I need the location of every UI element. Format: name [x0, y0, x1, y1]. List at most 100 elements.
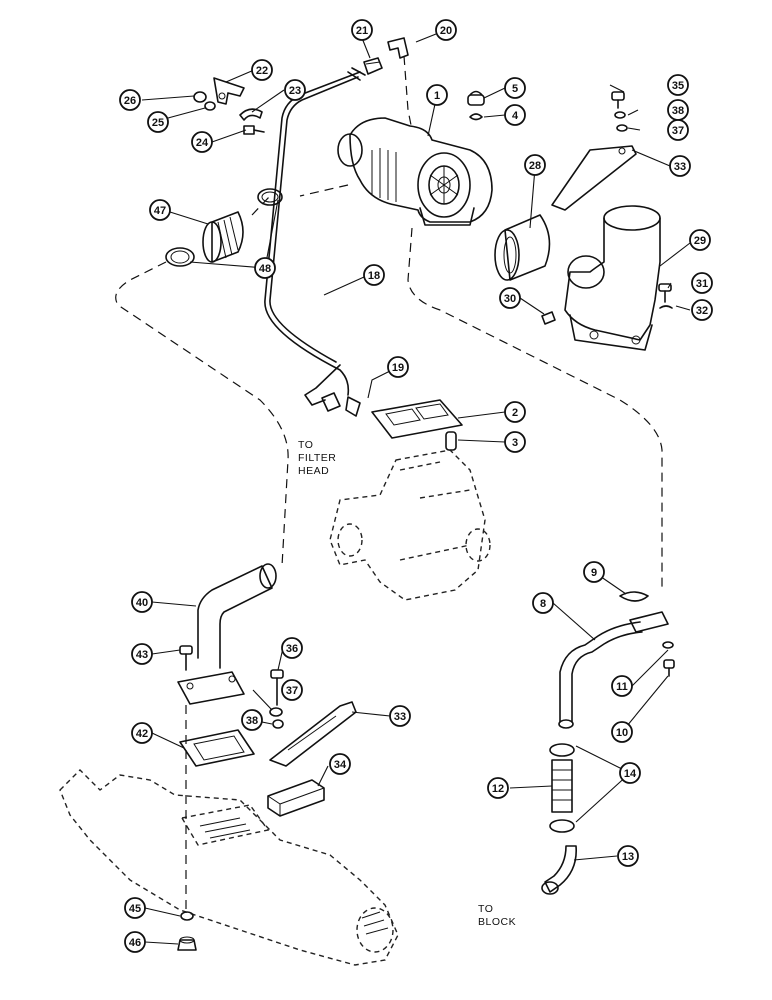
svg-text:30: 30 — [504, 293, 516, 305]
gasket-9 — [619, 591, 649, 602]
washer-25 — [204, 101, 216, 111]
elbow-fitting-20 — [387, 37, 409, 59]
callout-13: 13 — [617, 845, 639, 867]
svg-text:HEAD: HEAD — [298, 465, 329, 477]
note-to-filter-head: TO FILTER HEAD — [298, 439, 336, 477]
exhaust-manifold-ghost — [329, 449, 491, 601]
elbow-fitting-19 — [321, 392, 361, 417]
nut-26 — [193, 91, 207, 103]
callout-10: 10 — [611, 721, 633, 743]
callout-32: 32 — [691, 299, 713, 321]
bolt-5 — [467, 90, 485, 106]
callout-21: 21 — [351, 19, 373, 41]
clamp-23 — [239, 108, 263, 121]
callout-8: 8 — [532, 592, 554, 614]
svg-text:37: 37 — [286, 685, 298, 697]
svg-text:TO: TO — [478, 903, 493, 915]
svg-text:29: 29 — [694, 235, 706, 247]
fitting-21 — [363, 57, 383, 75]
callout-30: 30 — [499, 287, 521, 309]
svg-text:33: 33 — [394, 711, 406, 723]
svg-text:14: 14 — [624, 768, 637, 780]
svg-text:23: 23 — [289, 85, 301, 97]
hose-47 — [202, 211, 244, 263]
brace-33-lower — [269, 701, 357, 767]
svg-text:28: 28 — [529, 160, 541, 172]
svg-text:18: 18 — [368, 270, 380, 282]
drain-tube-8 — [558, 611, 669, 729]
routing-lines — [115, 55, 663, 915]
callout-18: 18 — [363, 264, 385, 286]
callout-14: 14 — [619, 762, 641, 784]
callout-25: 25 — [147, 111, 169, 133]
svg-text:20: 20 — [440, 25, 452, 37]
brace-33-upper — [551, 145, 637, 211]
callout-43: 43 — [131, 643, 153, 665]
svg-text:48: 48 — [259, 263, 271, 275]
hose-28 — [494, 214, 551, 281]
svg-text:46: 46 — [129, 937, 141, 949]
flange-40 — [177, 671, 245, 705]
bolt-43 — [179, 645, 193, 671]
svg-text:33: 33 — [674, 161, 686, 173]
hose-clamp-14-lower — [549, 819, 575, 833]
svg-text:25: 25 — [152, 117, 164, 129]
svg-text:10: 10 — [616, 727, 628, 739]
callout-20: 20 — [435, 19, 457, 41]
bolt-31 — [658, 283, 672, 303]
callout-38-upper: 38 — [667, 99, 689, 121]
callout-4: 4 — [504, 104, 526, 126]
svg-text:36: 36 — [286, 643, 298, 655]
washer-45 — [180, 911, 194, 921]
hose-clamp-14-upper — [549, 743, 575, 757]
svg-text:34: 34 — [334, 759, 347, 771]
svg-text:26: 26 — [124, 95, 136, 107]
spacer-34 — [267, 779, 325, 817]
callout-46: 46 — [124, 931, 146, 953]
washer-37-lower — [269, 707, 283, 717]
svg-text:12: 12 — [492, 783, 504, 795]
callout-38-lower: 38 — [241, 709, 263, 731]
intake-manifold-ghost — [59, 769, 399, 966]
bolt-36 — [270, 669, 284, 706]
callout-29: 29 — [689, 229, 711, 251]
dowel-3 — [445, 431, 457, 451]
svg-text:37: 37 — [672, 125, 684, 137]
svg-text:5: 5 — [512, 83, 518, 95]
svg-text:22: 22 — [256, 65, 268, 77]
bolt-35 — [611, 91, 625, 109]
nut-46 — [177, 936, 197, 951]
svg-text:24: 24 — [196, 137, 209, 149]
svg-text:3: 3 — [512, 437, 518, 449]
clip-4 — [469, 113, 483, 121]
svg-text:43: 43 — [136, 649, 148, 661]
svg-text:32: 32 — [696, 305, 708, 317]
callout-37-upper: 37 — [667, 119, 689, 141]
svg-text:1: 1 — [434, 90, 440, 102]
callout-5: 5 — [504, 77, 526, 99]
callout-33-lower: 33 — [389, 705, 411, 727]
svg-text:4: 4 — [512, 110, 519, 122]
svg-text:42: 42 — [136, 728, 148, 740]
svg-text:11: 11 — [616, 681, 628, 693]
washer-32 — [659, 305, 673, 309]
exhaust-elbow-29 — [564, 205, 661, 351]
callout-35: 35 — [667, 74, 689, 96]
svg-text:35: 35 — [672, 80, 684, 92]
note-to-block: TO BLOCK — [478, 903, 516, 928]
callout-11: 11 — [611, 675, 633, 697]
oil-supply-line — [264, 67, 366, 406]
svg-text:13: 13 — [622, 851, 634, 863]
callout-33-upper: 33 — [669, 155, 691, 177]
svg-text:40: 40 — [136, 597, 148, 609]
svg-text:21: 21 — [356, 25, 368, 37]
callout-23: 23 — [284, 79, 306, 101]
callout-45: 45 — [124, 897, 146, 919]
callout-3: 3 — [504, 431, 526, 453]
callout-40: 40 — [131, 591, 153, 613]
plug-30 — [541, 311, 556, 325]
svg-text:19: 19 — [392, 362, 404, 374]
svg-text:38: 38 — [246, 715, 258, 727]
gasket-42 — [179, 729, 255, 767]
